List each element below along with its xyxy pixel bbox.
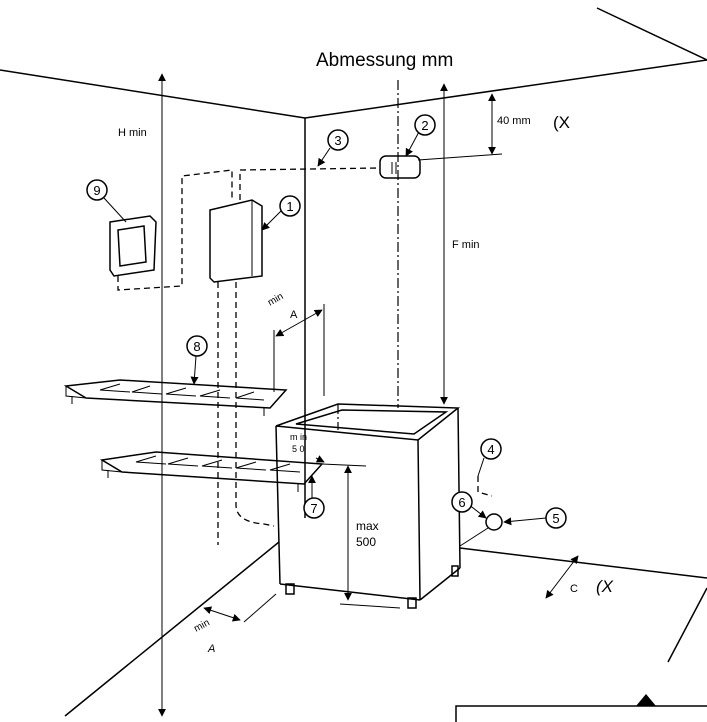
min-a-lower-label-2: A [207, 643, 215, 655]
svg-text:6: 6 [458, 495, 465, 510]
svg-text:9: 9 [93, 183, 100, 198]
f-min-dimension: F min [440, 83, 480, 405]
c-dimension: C (X [545, 555, 614, 599]
callout-8: 8 [186, 335, 208, 357]
c-label: C [570, 583, 578, 595]
svg-text:4: 4 [487, 442, 494, 457]
sauna-heater [275, 403, 461, 609]
control-unit [209, 199, 263, 283]
callout-4: 4 [480, 438, 502, 460]
callout-7: 7 [303, 497, 325, 519]
min-a-upper-dimension: min A [266, 291, 325, 396]
temperature-sensor [379, 155, 421, 179]
svg-text:5: 5 [552, 511, 559, 526]
upper-bench [63, 379, 288, 416]
min-50-dimension: m in 5 0 [290, 432, 325, 463]
h-min-dimension: H min [118, 73, 166, 717]
dimension-40mm: 40 mm (X [417, 93, 570, 161]
svg-text:1: 1 [286, 199, 293, 214]
callout-5: 5 [545, 507, 567, 529]
f-min-label: F min [452, 239, 480, 251]
inset-box-partial [455, 694, 707, 722]
max-500-dimension: max 500 [321, 463, 401, 609]
min-a-lower-dimension: min A [192, 593, 277, 655]
callout-3: 3 [327, 129, 349, 151]
dimension-40mm-label: 40 mm [497, 115, 531, 127]
note-x-top: (X [553, 113, 570, 132]
svg-text:2: 2 [421, 118, 428, 133]
room-outline [0, 7, 707, 717]
water-connection [459, 513, 503, 547]
callout-leaders [103, 129, 547, 526]
min-a-upper-label-2: A [290, 309, 298, 321]
svg-text:8: 8 [193, 339, 200, 354]
min-a-upper-label-1: min [266, 291, 285, 309]
callout-2: 2 [414, 114, 436, 136]
callout-1: 1 [279, 195, 301, 217]
max-500-label-2: 500 [356, 535, 376, 549]
min-a-lower-label-1: min [192, 617, 211, 634]
note-x-bottom: (X [596, 577, 614, 596]
min-50-label-1: m in [290, 432, 307, 442]
lower-bench [99, 451, 324, 492]
h-min-label: H min [118, 127, 147, 139]
wiring-dashed [117, 167, 493, 545]
svg-text:7: 7 [310, 501, 317, 516]
min-50-label-2: 5 0 [292, 444, 305, 454]
callout-6: 6 [451, 491, 473, 513]
diagram-title: Abmessung mm [316, 50, 453, 71]
svg-text:3: 3 [334, 133, 341, 148]
max-500-label-1: max [356, 519, 379, 533]
wall-switch [109, 215, 157, 277]
callout-9: 9 [86, 179, 108, 201]
